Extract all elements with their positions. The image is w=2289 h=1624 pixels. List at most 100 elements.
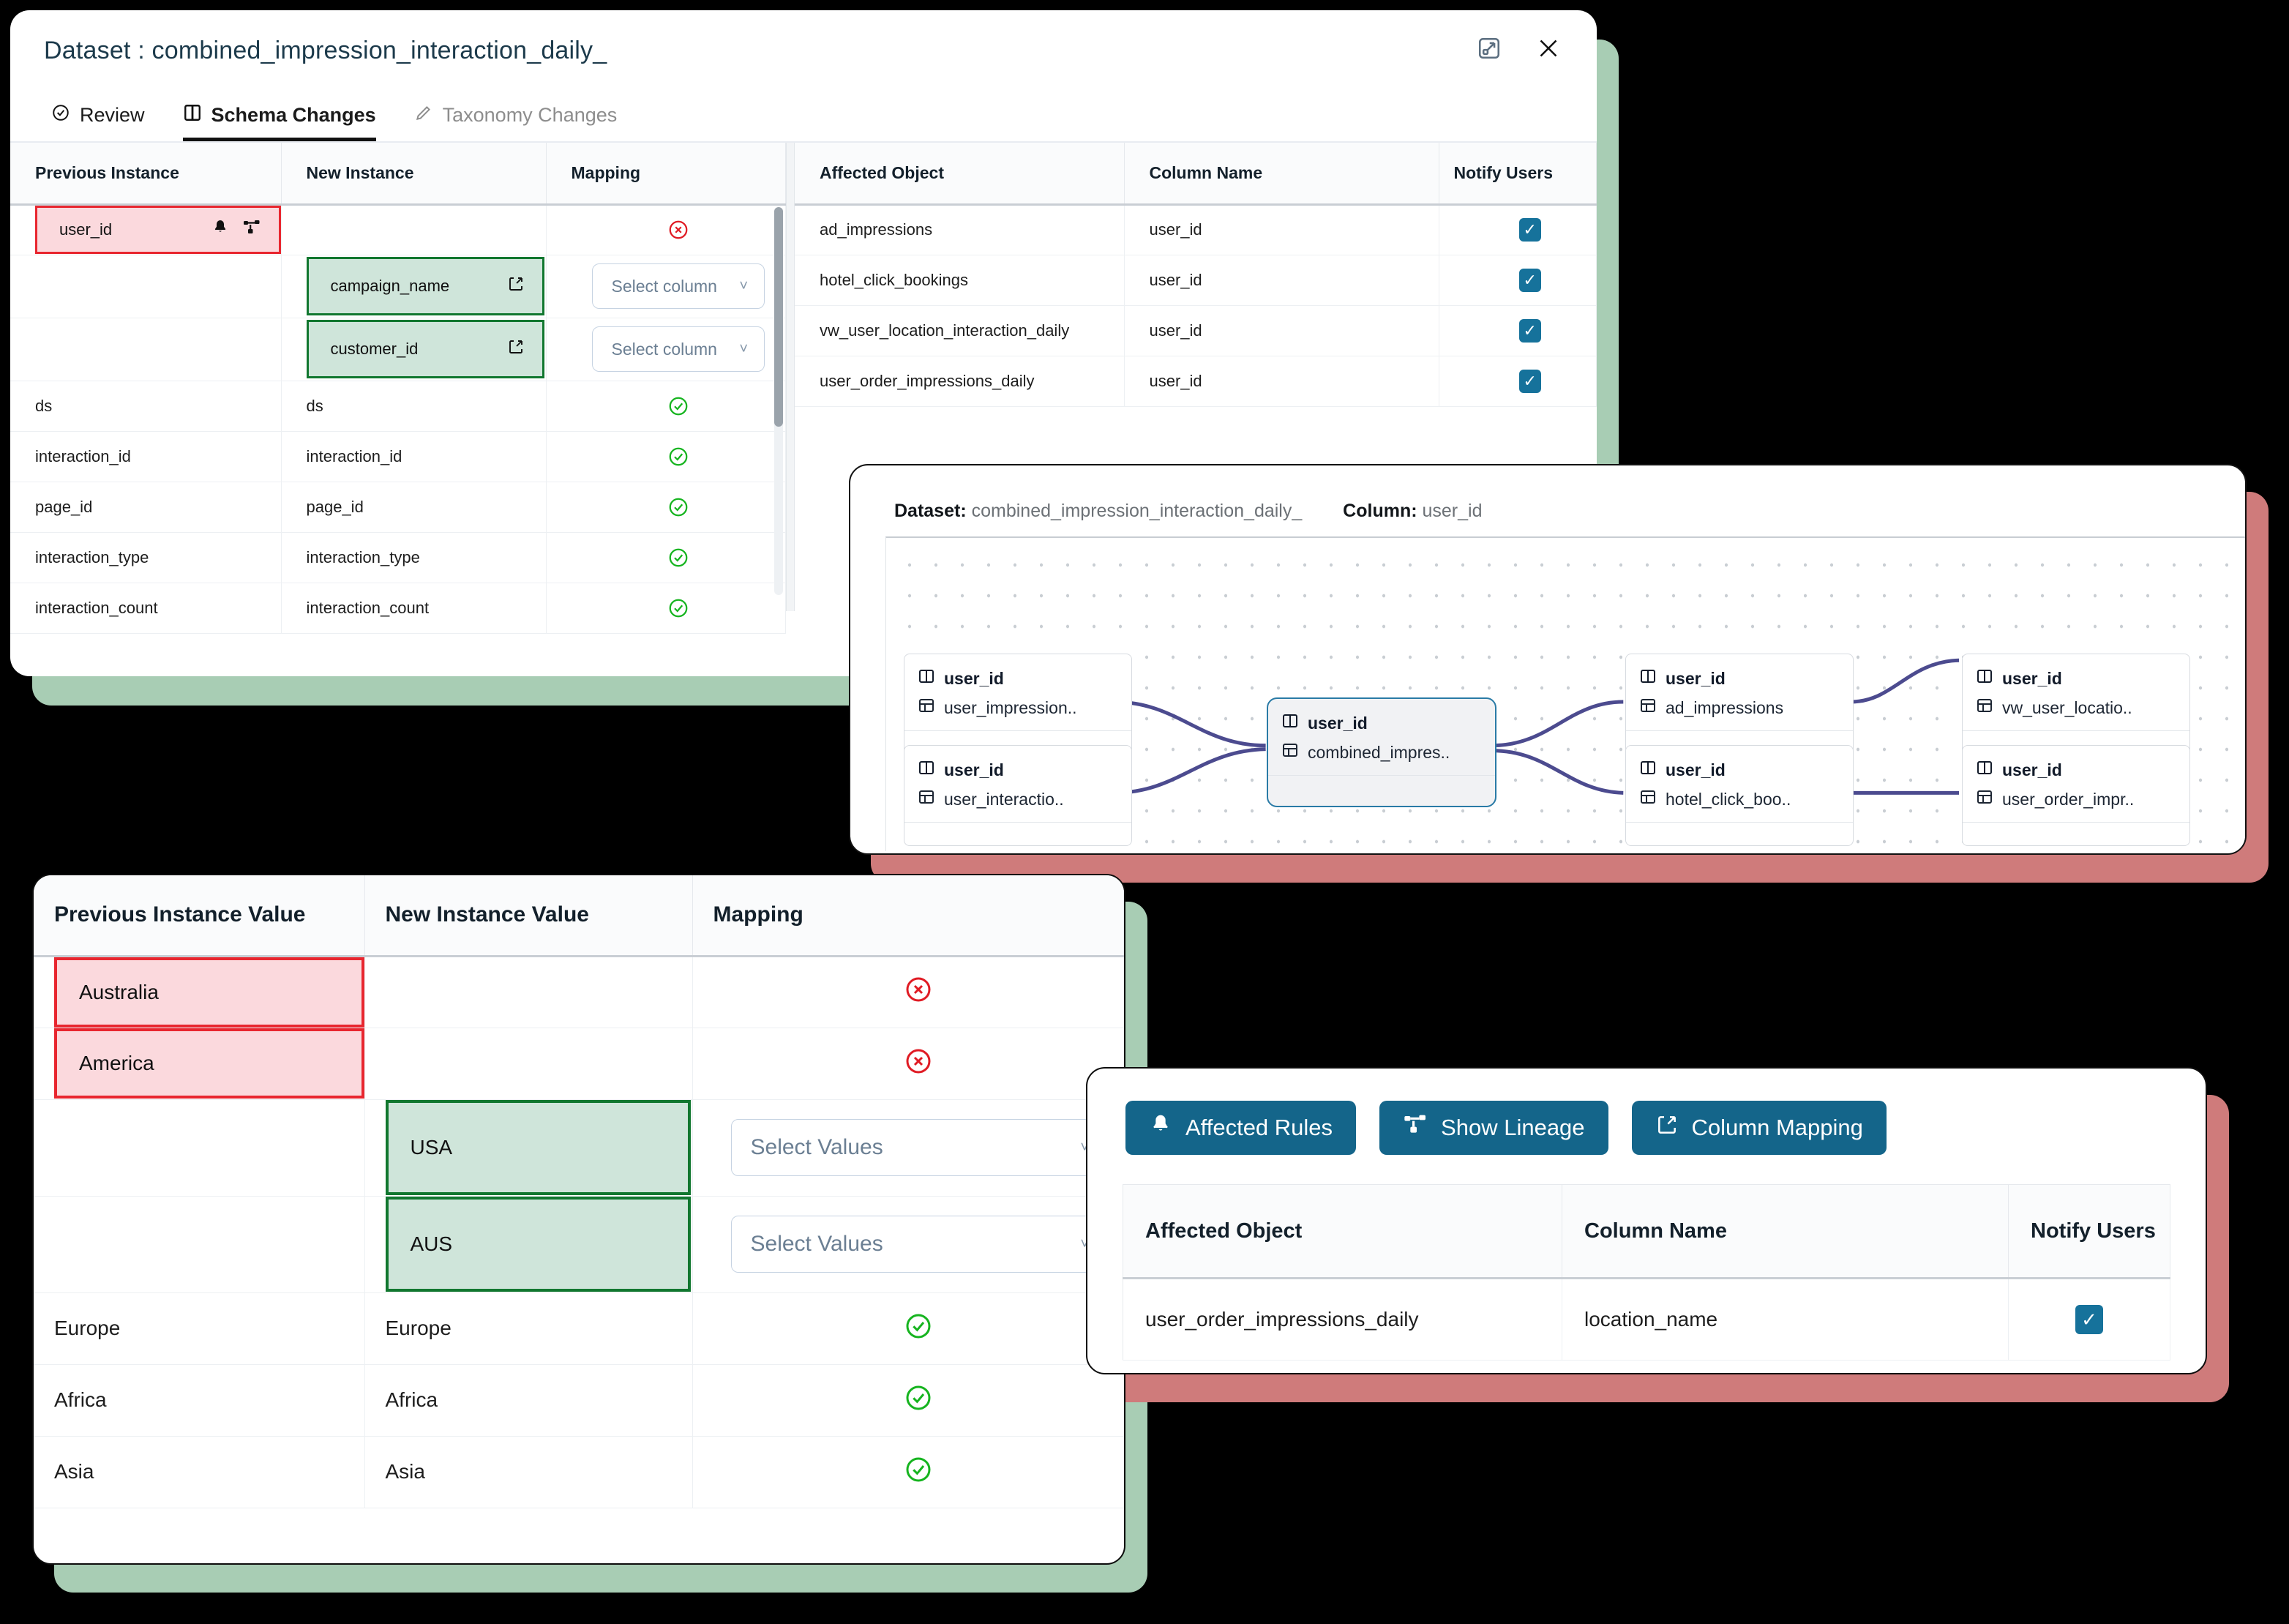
table-icon <box>1639 697 1657 719</box>
node-column-row: user_id <box>1963 654 2189 689</box>
mapping-matched-icon <box>667 395 689 417</box>
select-values-dropdown[interactable]: Select Values ˅ <box>730 1216 1106 1273</box>
lineage-window: Dataset: combined_impression_interaction… <box>849 464 2247 855</box>
node-column-name: user_id <box>2002 668 2062 688</box>
previous-instance-cell: interaction_count <box>10 583 282 634</box>
mapping-cell <box>692 956 1124 1028</box>
pencil-icon <box>414 103 433 127</box>
chevron-down-icon: ˅ <box>1080 1235 1089 1252</box>
added-value-chip[interactable]: AUS <box>385 1197 691 1292</box>
node-column-row: user_id <box>904 654 1131 689</box>
notify-checkbox[interactable]: ✓ <box>1518 318 1541 343</box>
new-value-cell: USA <box>364 1099 693 1197</box>
bell-icon <box>1149 1113 1172 1142</box>
previous-instance-cell: interaction_type <box>10 532 282 583</box>
table-row: ds ds <box>10 381 786 432</box>
vertical-scrollbar[interactable] <box>774 207 783 595</box>
col-mapping: Mapping <box>692 875 1124 957</box>
node-dataset-row: hotel_click_boo.. <box>1626 781 1853 823</box>
col-new-instance-value: New Instance Value <box>364 875 693 957</box>
tab-schema-changes[interactable]: Schema Changes <box>182 103 376 141</box>
notify-cell: ✓ <box>1439 305 1597 356</box>
mapping-cell <box>692 1364 1124 1437</box>
new-value-cell: Asia <box>364 1436 693 1508</box>
removed-column-chip[interactable]: user_id <box>35 206 281 254</box>
mapping-cell: Select column ˅ <box>546 318 786 381</box>
action-button-row: Affected Rules Show Lineage Column Mappi… <box>1087 1069 2206 1184</box>
lineage-node[interactable]: user_id hotel_click_boo.. <box>1625 745 1854 846</box>
show-lineage-button[interactable]: Show Lineage <box>1379 1101 1608 1155</box>
affected-object-cell: ad_impressions <box>795 204 1125 255</box>
previous-instance-cell <box>10 318 282 381</box>
previous-value-cell: America <box>34 1028 365 1100</box>
table-header-row: Affected Object Column Name Notify Users <box>1123 1184 2170 1279</box>
close-icon[interactable] <box>1535 35 1562 61</box>
lineage-icon[interactable] <box>242 219 261 241</box>
table-icon <box>1639 788 1657 810</box>
column-icon <box>1639 667 1657 689</box>
lineage-node-focused[interactable]: user_id combined_impres.. <box>1267 697 1496 807</box>
col-affected-object: Affected Object <box>1123 1184 1562 1279</box>
affected-objects-table: Affected Object Column Name Notify Users… <box>795 143 1597 407</box>
node-dataset-row: user_order_impr.. <box>1963 781 2189 823</box>
mapping-cell <box>546 431 786 482</box>
select-placeholder: Select column <box>611 339 717 359</box>
added-value-chip[interactable]: USA <box>385 1100 691 1195</box>
select-placeholder: Select column <box>611 276 717 296</box>
node-column-row: user_id <box>1268 699 1495 734</box>
notify-checkbox[interactable]: ✓ <box>1518 218 1541 242</box>
affected-rules-button[interactable]: Affected Rules <box>1125 1101 1357 1155</box>
external-link-icon[interactable] <box>507 338 525 360</box>
notify-checkbox[interactable]: ✓ <box>1518 369 1541 393</box>
schema-body: Previous Instance New Instance Mapping u… <box>10 143 1597 634</box>
notify-cell: ✓ <box>1439 255 1597 306</box>
select-column-dropdown[interactable]: Select column ˅ <box>591 326 765 372</box>
table-row: America <box>34 1028 1124 1100</box>
removed-value-chip[interactable]: Australia <box>54 957 364 1028</box>
affected-object-cell: user_order_impressions_daily <box>1123 1278 1562 1361</box>
table-icon <box>1976 788 1993 810</box>
col-column-name: Column Name <box>1124 143 1439 206</box>
tab-taxonomy-changes[interactable]: Taxonomy Changes <box>414 103 617 141</box>
added-column-chip[interactable]: customer_id <box>306 320 544 378</box>
notify-checkbox[interactable]: ✓ <box>1518 268 1541 292</box>
lineage-canvas[interactable]: user_id user_impression.. user_id user_i… <box>885 536 2245 851</box>
tab-bar: Review Schema Changes Taxonomy Changes <box>10 94 1597 143</box>
table-header-row: Previous Instance Value New Instance Val… <box>34 875 1124 957</box>
new-value-cell: Europe <box>364 1292 693 1365</box>
expand-icon[interactable] <box>1477 36 1502 61</box>
bell-icon[interactable] <box>211 219 229 241</box>
table-row: Australia <box>34 956 1124 1028</box>
column-name-cell: user_id <box>1124 356 1439 407</box>
select-values-dropdown[interactable]: Select Values ˅ <box>730 1119 1106 1176</box>
external-link-icon[interactable] <box>507 275 525 297</box>
new-instance-cell: interaction_id <box>281 431 547 482</box>
lineage-node[interactable]: user_id ad_impressions <box>1625 654 1854 755</box>
previous-value-cell: Asia <box>34 1436 365 1508</box>
table-header-row: Affected Object Column Name Notify Users <box>795 143 1597 206</box>
affected-objects-table: Affected Object Column Name Notify Users… <box>1123 1184 2170 1361</box>
node-column-row: user_id <box>1963 746 2189 781</box>
affected-object-cell: user_order_impressions_daily <box>795 356 1125 407</box>
lineage-node[interactable]: user_id vw_user_locatio.. <box>1962 654 2190 755</box>
select-placeholder: Select Values <box>750 1135 883 1159</box>
notify-checkbox[interactable]: ✓ <box>2075 1305 2103 1334</box>
new-instance-cell: customer_id <box>281 318 547 381</box>
tab-label: Review <box>80 104 145 126</box>
lineage-node[interactable]: user_id user_impression.. <box>904 654 1132 755</box>
added-column-chip[interactable]: campaign_name <box>306 257 544 315</box>
tab-review[interactable]: Review <box>51 103 145 141</box>
button-label: Affected Rules <box>1185 1115 1333 1140</box>
removed-value-chip[interactable]: America <box>54 1028 364 1099</box>
mapping-removed-icon <box>904 977 933 1009</box>
lineage-node[interactable]: user_id user_order_impr.. <box>1962 745 2190 846</box>
new-instance-cell: interaction_type <box>281 532 547 583</box>
taxonomy-values-window: Previous Instance Value New Instance Val… <box>32 874 1125 1565</box>
column-mapping-button[interactable]: Column Mapping <box>1631 1101 1887 1155</box>
node-dataset-row: user_interactio.. <box>904 781 1131 823</box>
lineage-node[interactable]: user_id user_interactio.. <box>904 745 1132 846</box>
table-row: interaction_type interaction_type <box>10 532 786 583</box>
select-column-dropdown[interactable]: Select column ˅ <box>591 263 765 309</box>
column-name: user_id <box>59 220 113 239</box>
col-notify-users: Notify Users <box>1439 143 1597 206</box>
